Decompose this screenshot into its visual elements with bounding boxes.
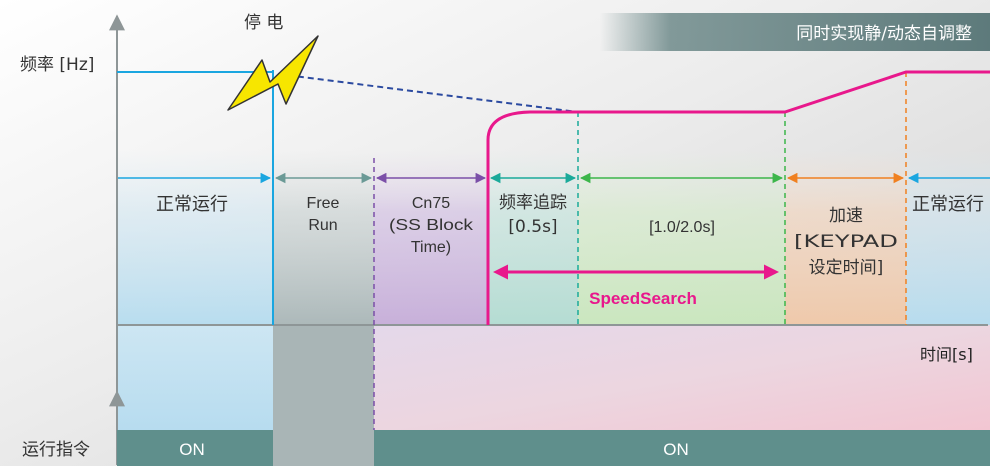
- label-accel-line-1: 加速: [829, 206, 863, 226]
- shade-normal-run-2: [906, 150, 990, 325]
- shade-freq-track: [488, 150, 578, 325]
- run-on-bar-after: [374, 430, 990, 466]
- label-freq-track-line-2: [0.5s]: [508, 217, 557, 237]
- coast-down-dashed-line: [277, 73, 579, 113]
- speed-search-frequency-curve: [486, 70, 990, 325]
- banner-background: [600, 13, 990, 51]
- label-free-run-line-1: Free: [307, 195, 340, 212]
- label-freq-track-line-1: 频率追踪: [499, 193, 567, 213]
- axes: 频率 [Hz] 时间[s]: [20, 14, 988, 465]
- lower-shade-gap: [273, 325, 374, 466]
- label-cn75-line-1: Cn75: [412, 195, 450, 212]
- power-loss-label: 停 电: [244, 13, 283, 33]
- run-on-label-after: ON: [663, 440, 689, 459]
- label-accel-line-2: [KEYPAD: [794, 232, 898, 252]
- lower-shade-left: [117, 325, 273, 430]
- phase-dividers: [272, 70, 907, 430]
- banner: 同时实现静/动态自调整: [600, 13, 990, 51]
- lower-shade-right: [374, 325, 990, 430]
- label-normal-run: 正常运行: [156, 194, 228, 215]
- lightning-bolt-icon: [227, 35, 319, 111]
- label-cn75-line-3: Time): [411, 239, 451, 256]
- frequency-traces: [117, 70, 990, 325]
- speed-search-span: SpeedSearch: [493, 264, 779, 308]
- label-accel-line-3: 设定时间]: [809, 258, 884, 278]
- run-on-label-before: ON: [179, 440, 205, 459]
- shade-normal-run: [117, 150, 273, 325]
- run-command-row: 运行指令 ON ON: [22, 430, 990, 466]
- label-free-run-line-2: Run: [308, 217, 337, 234]
- lower-band: [117, 325, 990, 466]
- label-cn75-line-2: (SS Block: [389, 217, 474, 234]
- label-speed-search-time: [1.0/2.0s]: [649, 219, 715, 236]
- banner-text: 同时实现静/动态自调整: [796, 24, 972, 44]
- label-normal-run-2: 正常运行: [912, 194, 984, 215]
- shade-free-run: [273, 150, 374, 325]
- shade-cn75: [374, 150, 488, 325]
- y-axis-label: 频率 [Hz]: [20, 55, 94, 75]
- phase-labels: 正常运行 Free Run Cn75 (SS Block Time) 频率追踪 …: [156, 193, 984, 278]
- run-command-label: 运行指令: [22, 440, 90, 460]
- x-axis-label: 时间[s]: [920, 345, 973, 364]
- run-on-bar-before: [117, 430, 273, 466]
- speed-search-label: SpeedSearch: [589, 289, 697, 308]
